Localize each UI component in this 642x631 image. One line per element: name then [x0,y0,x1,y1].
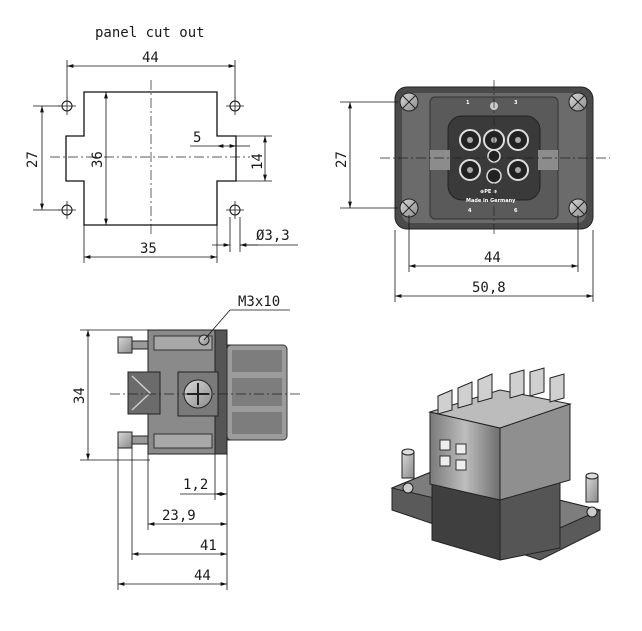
dim-screw-m3x10: M3x10 [238,294,280,310]
made-in-label: Made in Germany [466,198,516,204]
front-view: 1 3 4 6 ⊕PE ⊕ Made in Germany 27 44 50,8 [334,80,610,302]
dim-notch-height-14: 14 [250,153,266,170]
dim-hole-diameter: Ø3,3 [256,228,290,244]
side-view: M3x10 34 1,2 23,9 41 44 [72,294,300,590]
dim-side-height-34: 34 [72,387,88,404]
dim-depth-23-9: 23,9 [162,508,196,524]
pin-label-6: 6 [514,208,518,214]
screw-icon [399,92,588,218]
dim-front-inner-44: 44 [484,250,501,266]
dim-notch-5: 5 [193,130,201,146]
standard-label: ⊕PE ⊕ [480,189,497,195]
dim-depth-total-44: 44 [194,568,211,584]
dim-depth-41: 41 [200,538,217,554]
dim-panel-bottom-35: 35 [140,241,157,257]
pin-label-3: 3 [514,100,518,106]
dim-flange-1-2: 1,2 [183,477,208,493]
pin-label-1: 1 [466,100,470,106]
mounting-hole-icon [58,97,244,219]
dim-front-height-27: 27 [334,151,350,168]
contact-pin-icon [459,129,529,184]
panel-cutout-title: panel cut out [95,25,205,41]
connector-insert-photo-icon [390,367,602,561]
dim-panel-width-44: 44 [142,50,159,66]
dim-panel-hole-height-27: 27 [25,151,41,168]
dim-front-outer-50-8: 50,8 [472,280,506,296]
dim-panel-cut-height-36: 36 [90,151,106,168]
panel-cutout-view: panel cut out 44 27 36 5 [25,25,298,263]
pin-label-4: 4 [468,208,472,214]
